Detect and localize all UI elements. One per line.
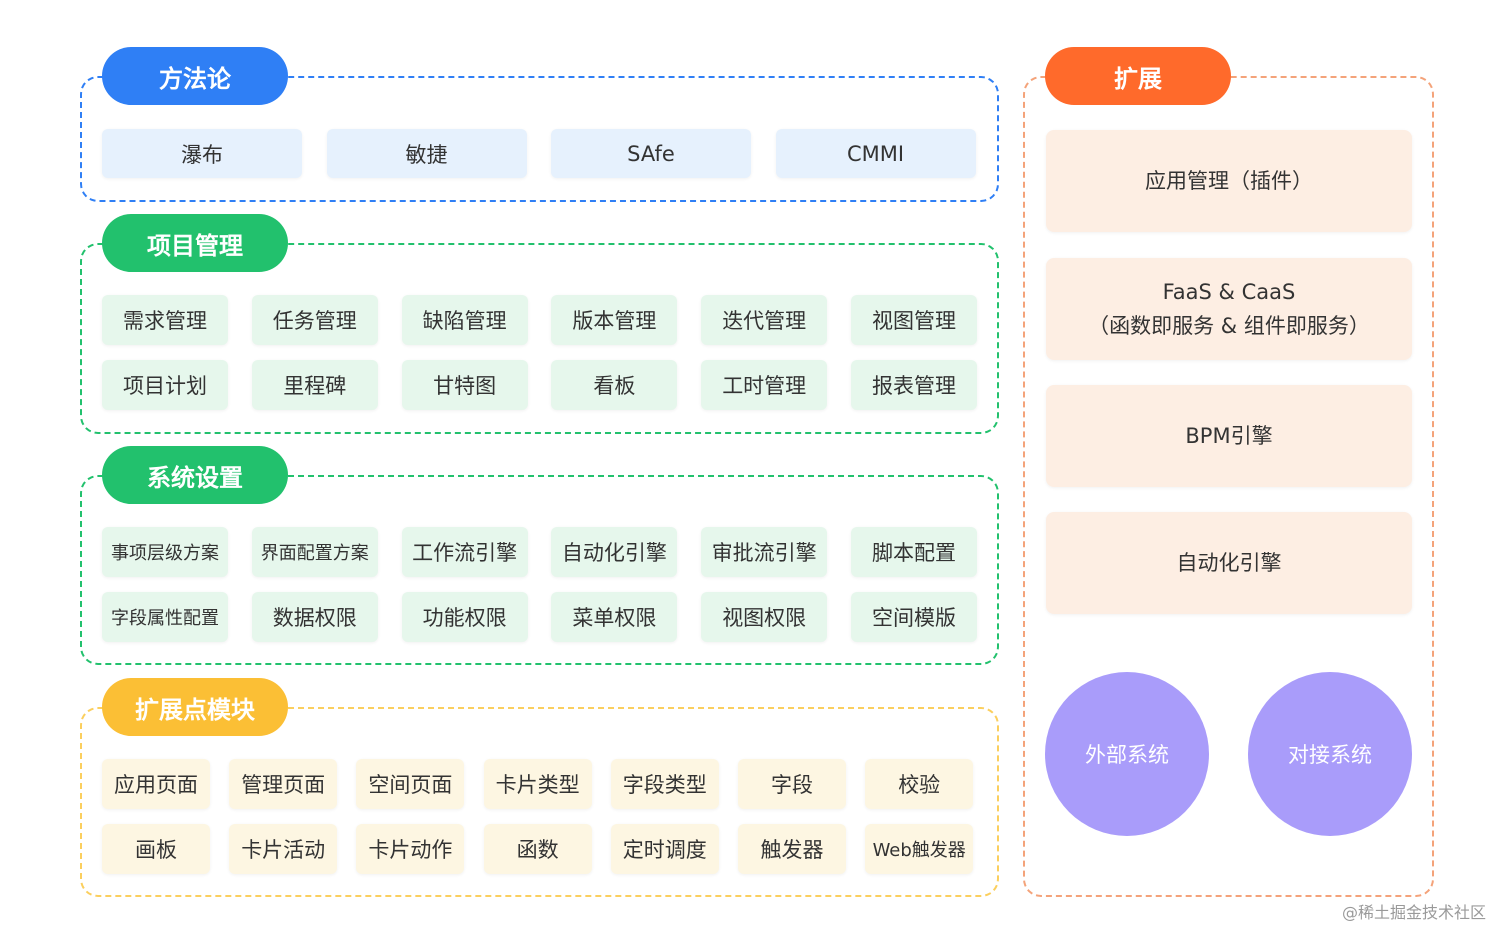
- extension-point-cell: 字段: [738, 759, 846, 809]
- extension-card-line: BPM引擎: [1185, 424, 1273, 448]
- extension-points-group: [80, 707, 999, 897]
- project-management-cell: 工时管理: [701, 360, 828, 410]
- system-settings-cell: 视图权限: [701, 592, 828, 642]
- extension-card-bpm: BPM引擎: [1046, 385, 1412, 487]
- system-settings-cell: 功能权限: [401, 592, 528, 642]
- system-settings-title: 系统设置: [102, 446, 288, 504]
- extension-point-cell: 应用页面: [102, 759, 210, 809]
- extension-point-cell: 卡片活动: [229, 824, 338, 874]
- integration-system-circle: 对接系统: [1248, 672, 1412, 836]
- project-management-group: [80, 243, 999, 434]
- extension-card-line: 应用管理（插件）: [1145, 169, 1313, 193]
- system-settings-cell: 字段属性配置: [102, 592, 228, 642]
- project-management-cell: 缺陷管理: [401, 295, 528, 345]
- system-settings-group: [80, 475, 999, 665]
- methodology-title: 方法论: [102, 47, 288, 105]
- methodology-cell: SAfe: [551, 129, 751, 178]
- methodology-cell: 敏捷: [326, 129, 527, 178]
- extension-point-cell: 画板: [102, 824, 210, 874]
- project-management-cell: 版本管理: [551, 295, 678, 345]
- project-management-cell: 迭代管理: [701, 295, 828, 345]
- system-settings-cell: 工作流引擎: [401, 527, 528, 577]
- extension-point-cell: 字段类型: [610, 759, 719, 809]
- extension-card-automation: 自动化引擎: [1046, 512, 1412, 614]
- system-settings-cell: 事项层级方案: [102, 527, 228, 577]
- methodology-cell: CMMI: [775, 129, 976, 178]
- system-settings-cell: 空间模版: [851, 592, 977, 642]
- external-system-circle: 外部系统: [1045, 672, 1209, 836]
- extension-card-plugins: 应用管理（插件）: [1046, 130, 1412, 232]
- project-management-cell: 任务管理: [251, 295, 378, 345]
- extension-title: 扩展: [1045, 47, 1231, 105]
- system-settings-cell: 数据权限: [251, 592, 378, 642]
- watermark: @稀土掘金技术社区: [1341, 903, 1486, 922]
- system-settings-cell: 自动化引擎: [551, 527, 678, 577]
- extension-card-faas: FaaS & CaaS （函数即服务 & 组件即服务）: [1046, 258, 1412, 360]
- extension-point-cell: 空间页面: [356, 759, 465, 809]
- project-management-cell: 需求管理: [102, 295, 228, 345]
- project-management-cell: 视图管理: [851, 295, 977, 345]
- project-management-title: 项目管理: [102, 214, 288, 272]
- extension-card-line: （函数即服务 & 组件即服务）: [1088, 314, 1370, 338]
- methodology-cell: 瀑布: [102, 129, 302, 178]
- extension-card-line: FaaS & CaaS: [1162, 280, 1296, 304]
- extension-point-cell: 函数: [483, 824, 592, 874]
- project-management-cell: 甘特图: [401, 360, 528, 410]
- extension-point-cell: 定时调度: [610, 824, 719, 874]
- project-management-cell: 项目计划: [102, 360, 228, 410]
- extension-card-line: 自动化引擎: [1176, 551, 1282, 575]
- extension-points-title: 扩展点模块: [102, 678, 288, 736]
- system-settings-cell: 审批流引擎: [701, 527, 828, 577]
- extension-point-cell: 卡片类型: [483, 759, 592, 809]
- extension-point-cell: Web触发器: [865, 824, 974, 874]
- methodology-group: [80, 76, 999, 202]
- system-settings-cell: 菜单权限: [551, 592, 678, 642]
- extension-point-cell: 校验: [865, 759, 974, 809]
- project-management-cell: 里程碑: [251, 360, 378, 410]
- extension-point-cell: 管理页面: [229, 759, 338, 809]
- system-settings-cell: 界面配置方案: [251, 527, 378, 577]
- project-management-cell: 看板: [551, 360, 678, 410]
- system-settings-cell: 脚本配置: [851, 527, 977, 577]
- extension-point-cell: 触发器: [738, 824, 846, 874]
- project-management-cell: 报表管理: [851, 360, 977, 410]
- extension-point-cell: 卡片动作: [356, 824, 465, 874]
